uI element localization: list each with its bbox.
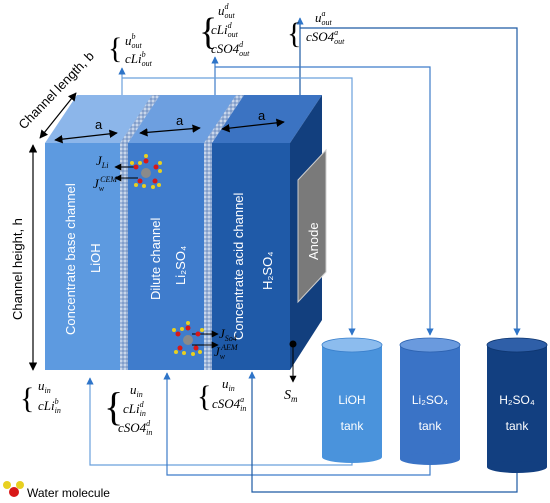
svg-text:uin: uin (222, 376, 235, 393)
tank-li2so4: Li₂SO₄ tank (399, 337, 461, 465)
legend-label: Water molecule (27, 486, 110, 500)
sm-point (289, 340, 297, 348)
dilute-channel-title: Dilute channel (148, 218, 163, 300)
channel-length-arrow (39, 92, 77, 139)
width-a-dilute: a (176, 113, 184, 128)
svg-text:{: { (104, 384, 123, 429)
tank-h2so4-name: H₂SO₄ (499, 393, 535, 407)
hydrogen-dot (3, 481, 11, 489)
tank-li2so4-word: tank (419, 419, 443, 433)
flux-top (114, 154, 162, 189)
width-a-acid: a (258, 108, 266, 123)
svg-text:{: { (197, 380, 211, 413)
anode-label: Anode (306, 222, 321, 260)
hydrogen-dot (16, 481, 24, 489)
flux-jw-aem: JwAEM (214, 343, 239, 361)
svg-text:{: { (20, 382, 34, 415)
sm-label: Sm (284, 388, 298, 404)
dilute-front (128, 143, 204, 370)
svg-text:uin: uin (38, 378, 51, 395)
h2so4-feed-pipe (248, 371, 518, 493)
svg-text:{: { (199, 11, 217, 53)
channel-height-label: Channel height, h (10, 218, 25, 320)
cem-membrane (120, 143, 128, 370)
h2so4-return-pipe (300, 27, 521, 336)
legend-water-molecule: Water molecule (3, 481, 110, 500)
base-channel-species: LiOH (88, 243, 103, 273)
flux-jw-cem: JwCEM (93, 175, 118, 193)
tank-h2so4: H₂SO₄ tank (486, 337, 548, 473)
anode-plate (297, 148, 327, 304)
svg-text:uin: uin (130, 382, 143, 399)
aem-membrane (204, 143, 212, 370)
dilute-channel-species: Li₂SO₄ (173, 246, 188, 285)
acid-channel-species: H₂SO₄ (260, 251, 275, 290)
width-a-base: a (95, 117, 103, 132)
tank-lioh-word: tank (341, 419, 365, 433)
lioh-return-pipe (122, 77, 356, 336)
tank-lioh: LiOH tank (321, 337, 383, 463)
li2so4-return-pipe (215, 66, 434, 336)
tank-li2so4-name: Li₂SO₄ (412, 393, 448, 407)
width-arrows (54, 118, 285, 144)
base-channel-title: Concentrate base channel (63, 183, 78, 335)
svg-text:{: { (287, 17, 301, 50)
base-front (45, 143, 120, 370)
flux-j-so4: JSo4 (219, 326, 237, 343)
flux-bottom (172, 321, 219, 356)
tank-lioh-name: LiOH (338, 393, 365, 407)
flux-j-li: JLi (96, 153, 108, 170)
water-cluster-bottom (172, 321, 204, 356)
water-cluster-top (130, 154, 162, 189)
acid-front (212, 143, 290, 370)
acid-channel-title: Concentrate acid channel (231, 192, 246, 340)
svg-text:{: { (108, 32, 122, 65)
li2so4-feed-pipe (163, 372, 431, 476)
tank-h2so4-word: tank (506, 419, 530, 433)
oxygen-dot (9, 487, 19, 497)
